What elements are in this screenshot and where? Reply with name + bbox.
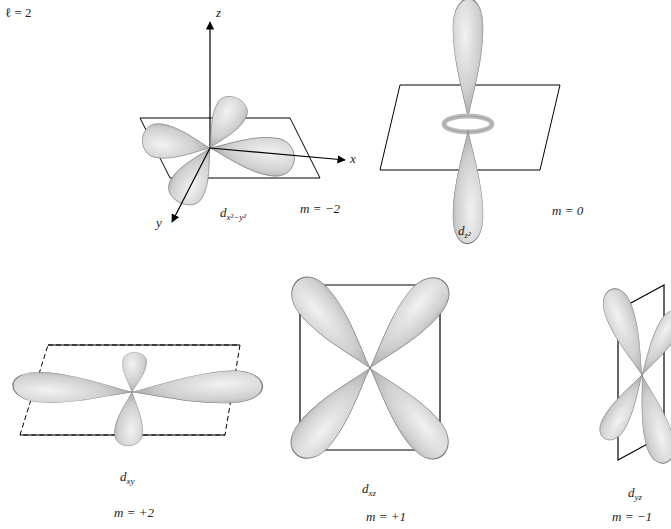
magnetic-number-label: m = −1: [612, 510, 652, 524]
subscript: yz: [635, 492, 643, 502]
subscript: xy: [127, 476, 135, 486]
magnetic-number-label: m = +2: [114, 506, 154, 520]
dxz-orbital: [282, 269, 457, 467]
axis-label: x: [350, 152, 356, 166]
dxy-orbital: [12, 345, 263, 447]
dyz-orbital: [595, 285, 671, 466]
axis-label: z: [216, 6, 221, 20]
axis-label: y: [156, 216, 162, 230]
quantum-number-label: ℓ = 2: [5, 6, 32, 20]
subscript: z²: [465, 230, 471, 240]
magnetic-number-label: m = +1: [366, 510, 406, 524]
orbital-name: dxy: [120, 470, 135, 484]
magnetic-number-label: m = −2: [300, 202, 340, 216]
subscript: x²−y²: [227, 212, 246, 222]
orbital-name: dxz: [362, 482, 376, 496]
magnetic-number-label: m = 0: [552, 204, 583, 218]
dz2-orbital: [380, 0, 560, 244]
orbital-name: dx²−y²: [220, 206, 246, 220]
orbital-name: dz²: [458, 224, 471, 238]
subscript: xz: [369, 488, 377, 498]
dx2y2-orbital: [140, 22, 345, 222]
orbital-name: dyz: [628, 486, 642, 500]
